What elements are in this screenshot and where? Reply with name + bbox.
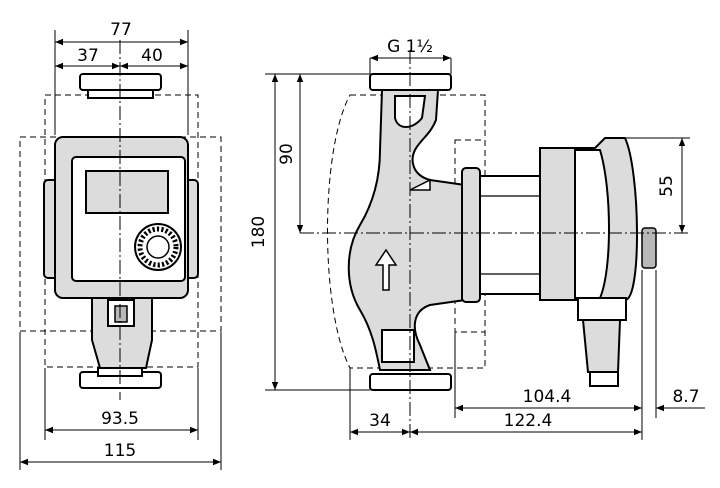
dim-8-7: 8.7 [672, 387, 699, 407]
flow-arrow-up-icon [374, 248, 398, 291]
cable-gland [577, 297, 627, 321]
side-motor-neck [479, 175, 541, 295]
side-collar [461, 167, 481, 303]
dim-115: 115 [104, 441, 136, 461]
dim-180: 180 [249, 216, 269, 248]
side-motor-cover [574, 149, 610, 299]
dim-55: 55 [657, 175, 677, 197]
side-terminal [581, 319, 622, 373]
control-knob-icon [134, 223, 182, 271]
flow-arrow-small-icon [409, 178, 431, 191]
front-dimensions: 77 37 40 93.5 115 [19, 20, 222, 470]
front-view [19, 40, 222, 400]
display-window [85, 170, 169, 214]
dim-37: 37 [77, 46, 99, 66]
side-envelope [327, 94, 486, 369]
terminal-plug [114, 305, 128, 323]
dim-77: 77 [110, 20, 132, 40]
dim-40: 40 [141, 46, 163, 66]
dim-93-5: 93.5 [101, 409, 139, 429]
side-outlet-port [381, 329, 415, 363]
side-dimensions: G 1½ 180 90 55 34 104.4 122.4 8.7 [249, 37, 705, 440]
dim-90: 90 [277, 143, 297, 165]
dim-g-thread: G 1½ [387, 37, 433, 57]
side-pump-housing [347, 89, 466, 371]
dim-34: 34 [369, 411, 391, 431]
side-view [300, 50, 690, 440]
dim-122-4: 122.4 [504, 411, 553, 431]
dim-104-4: 104.4 [523, 387, 572, 407]
side-plug [589, 371, 619, 387]
side-knob-icon [641, 227, 657, 269]
